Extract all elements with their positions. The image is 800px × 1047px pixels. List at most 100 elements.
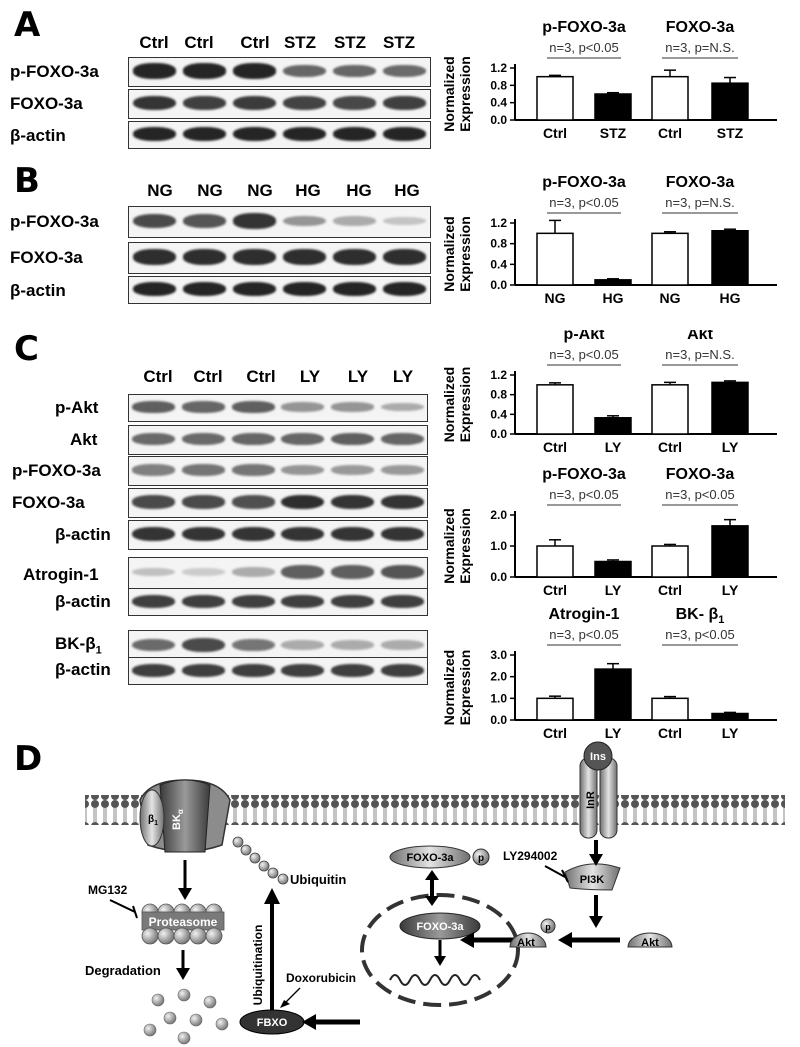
stat-annotation: n=3, p=N.S.	[665, 40, 734, 55]
lane-label: STZ	[283, 33, 317, 52]
row-label: BK-β1	[55, 635, 102, 659]
blot-band	[331, 594, 374, 608]
blot-band	[231, 401, 275, 413]
lane-label: NG	[197, 181, 223, 200]
blot-strip	[128, 488, 428, 518]
chart-title: p-FOXO-3a	[542, 466, 626, 483]
lane-label: STZ	[382, 33, 416, 52]
blot-strip	[128, 394, 428, 422]
lane-label: HG	[295, 181, 321, 200]
blot-band	[333, 64, 377, 78]
blot-band	[232, 249, 276, 265]
bar	[711, 712, 749, 721]
inhibition-line	[109, 899, 138, 919]
blot-band	[380, 663, 424, 677]
blot-band	[281, 663, 325, 677]
arrowhead	[589, 916, 603, 928]
blot-band	[331, 402, 374, 412]
blot-band	[333, 281, 377, 297]
blot-band	[132, 594, 176, 608]
x-tick-label: Ctrl	[543, 125, 567, 141]
x-tick-label: Ctrl	[543, 439, 567, 455]
blot-band	[333, 249, 377, 265]
blot-band	[132, 63, 176, 79]
pi3k-label: PI3K	[580, 874, 605, 886]
blot-band	[383, 96, 427, 110]
blot-band	[232, 63, 276, 79]
blot-band	[331, 565, 374, 579]
blot-band	[231, 663, 275, 677]
bar	[536, 232, 574, 286]
blot-band	[333, 216, 377, 226]
row-label: Akt	[70, 430, 98, 449]
blot-band	[231, 464, 275, 476]
bar	[594, 279, 632, 286]
arrowhead	[425, 870, 439, 880]
bar	[536, 384, 574, 435]
blot-band	[231, 594, 275, 608]
x-tick-label: Ctrl	[543, 582, 567, 598]
blot-band	[281, 594, 325, 608]
inhibition-line	[544, 865, 569, 883]
blot-strip	[128, 242, 431, 274]
y-tick-label: 0.0	[490, 278, 507, 292]
y-axis-label: Expression	[457, 650, 473, 725]
blot-band	[383, 64, 427, 77]
ubiquitination-label: Ubiquitination	[251, 925, 265, 1006]
degradation-label: Degradation	[85, 963, 161, 978]
chart-title: FOXO-3a	[666, 19, 735, 36]
foxo-nuclear	[399, 912, 481, 940]
blot-strip	[128, 57, 431, 87]
blot-band	[182, 249, 226, 265]
x-tick-label: Ctrl	[543, 725, 567, 740]
row-label: p-FOXO-3a	[10, 212, 99, 231]
nucleus	[360, 893, 520, 1007]
y-axis-label: Expression	[457, 56, 473, 131]
blot-band	[331, 526, 374, 542]
blot-band	[331, 432, 374, 446]
ly294002-label: LY294002	[503, 849, 558, 863]
arrowhead	[178, 888, 192, 900]
blot-band	[132, 638, 176, 652]
phosphate-icon	[540, 918, 556, 934]
y-tick-label: 0.8	[490, 388, 507, 402]
blot-band	[132, 213, 176, 229]
y-axis-label: Normalized	[441, 216, 457, 291]
blot-band	[283, 249, 327, 265]
foxo-phospho	[389, 845, 471, 869]
arrowhead	[589, 854, 603, 866]
lane-label: Ctrl	[193, 367, 223, 386]
bar	[594, 668, 632, 721]
y-axis-label: Normalized	[441, 56, 457, 131]
lane-label: Ctrl	[184, 33, 214, 52]
chart-title: FOXO-3a	[666, 466, 735, 483]
degraded-fragments	[143, 988, 229, 1045]
bar	[711, 381, 749, 435]
blot-band	[380, 526, 424, 542]
blot-band	[132, 464, 176, 476]
blot-band	[281, 432, 325, 446]
proteasome	[141, 903, 225, 945]
y-tick-label: 0.4	[490, 96, 507, 110]
y-axis-label: Expression	[457, 508, 473, 583]
lane-label: STZ	[333, 33, 367, 52]
blot-band	[182, 432, 225, 445]
lane-label: NG	[247, 181, 273, 200]
blot-band	[283, 64, 327, 78]
x-tick-label: Ctrl	[658, 439, 682, 455]
row-label: Atrogin-1	[23, 565, 99, 584]
blot-band	[132, 95, 176, 111]
blot-band	[132, 663, 176, 677]
blot-band	[132, 281, 176, 297]
bar	[651, 384, 689, 435]
row-label-text: BK-β	[55, 634, 96, 653]
blot-band	[182, 126, 226, 142]
ubiquitin-label: Ubiquitin	[290, 872, 346, 887]
bar	[711, 230, 749, 286]
y-tick-label: 0.4	[490, 257, 507, 271]
lane-label: Ctrl	[240, 33, 270, 52]
blot-band	[281, 402, 325, 412]
